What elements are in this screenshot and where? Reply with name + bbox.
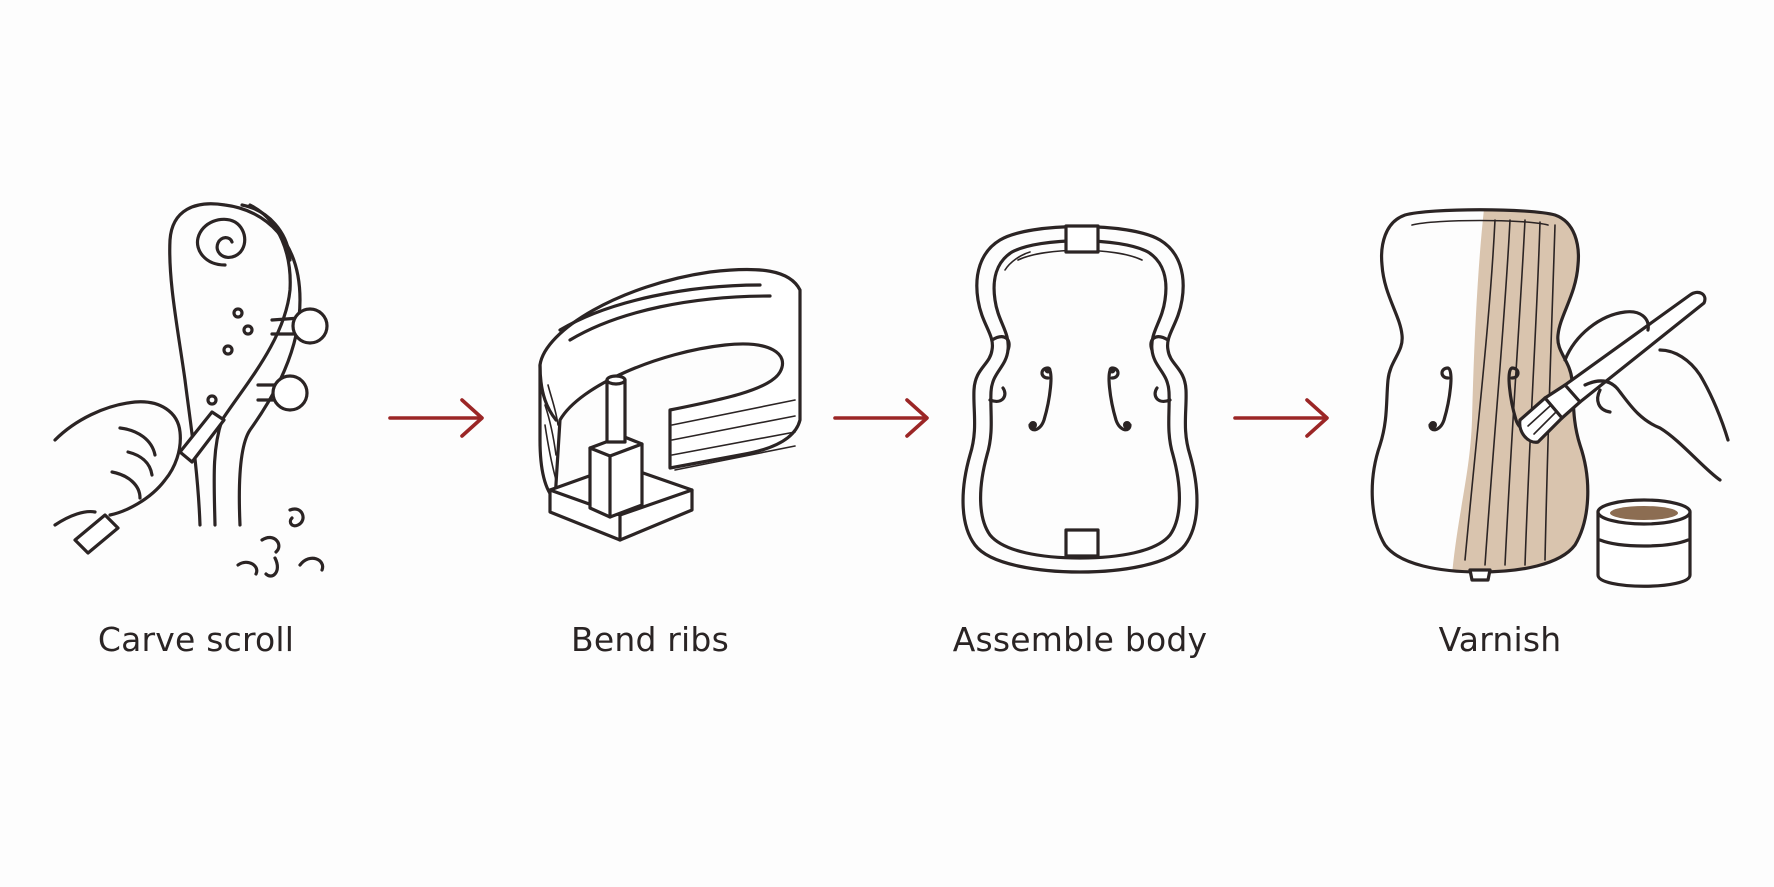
step-label-bend-ribs: Bend ribs [571, 620, 729, 659]
arrow-2-icon [833, 398, 929, 438]
step-label-carve-scroll: Carve scroll [97, 620, 295, 659]
varnish-brush-icon [1370, 208, 1730, 588]
arrow-3-icon [1233, 398, 1329, 438]
step-label-assemble-body: Assemble body [952, 620, 1208, 659]
scroll-carving-icon [53, 202, 329, 578]
bent-ribs-icon [538, 267, 802, 542]
step-label-varnish: Varnish [1438, 620, 1562, 659]
arrow-1-icon [388, 398, 484, 438]
violin-body-icon [961, 224, 1199, 574]
